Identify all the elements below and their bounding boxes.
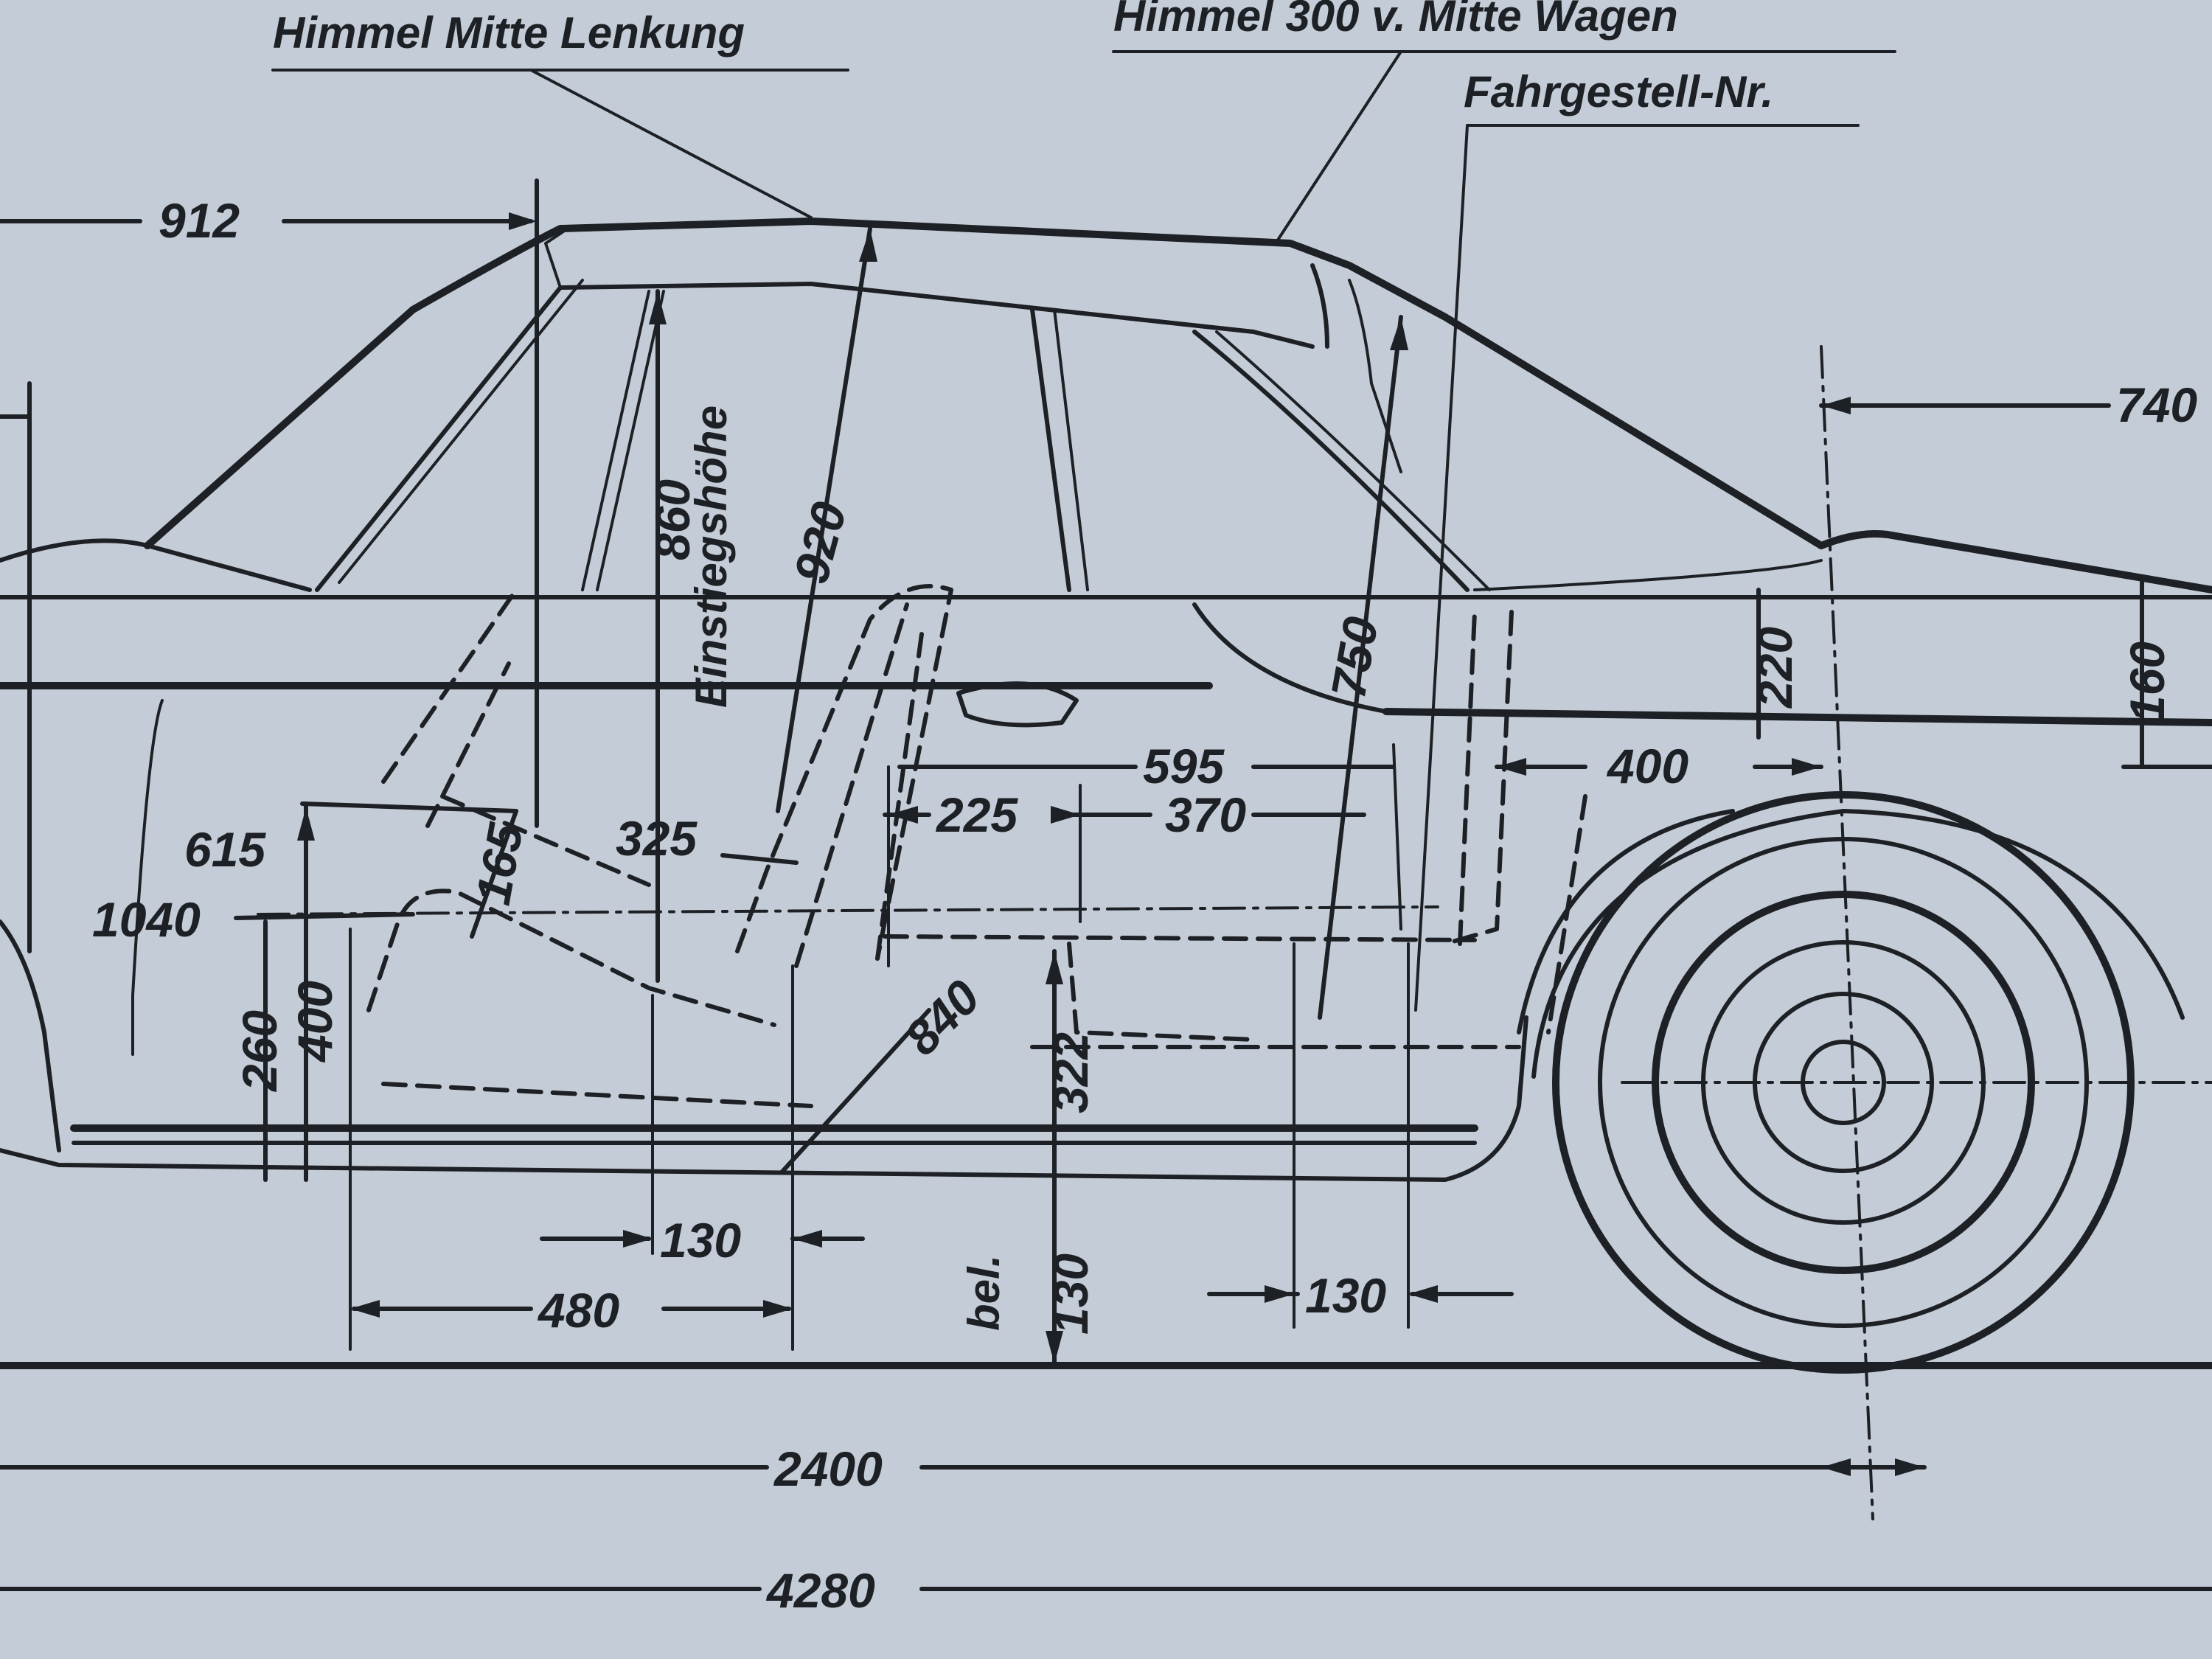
dim-130-b: 130: [1305, 1268, 1386, 1323]
label-himmel-300: Himmel 300 v. Mitte Wagen: [1113, 0, 1678, 41]
dim-615: 615: [184, 822, 266, 877]
label-einstiegshoehe: Einstiegshöhe: [686, 406, 736, 708]
dimension-arrows: [297, 212, 1924, 1476]
dim-4280: 4280: [765, 1563, 875, 1618]
dim-130-a: 130: [660, 1213, 741, 1267]
dim-2400: 2400: [773, 1441, 883, 1496]
dim-370: 370: [1165, 787, 1246, 842]
dim-1040: 1040: [92, 892, 201, 947]
dim-400-left: 400: [288, 981, 342, 1063]
label-bel: bel.: [959, 1255, 1009, 1331]
dim-160: 160: [2120, 641, 2174, 723]
rear-wheel: [1531, 791, 2212, 1374]
dim-225: 225: [935, 787, 1018, 842]
dim-595: 595: [1143, 739, 1225, 793]
dim-130-bel: 130: [1043, 1253, 1098, 1335]
dimension-lines: [0, 50, 2212, 1591]
dim-480: 480: [537, 1283, 619, 1338]
interior-seats: [257, 584, 1587, 1108]
door-handle: [956, 681, 1079, 728]
dim-322: 322: [1043, 1032, 1098, 1113]
dim-400-rear: 400: [1606, 739, 1688, 793]
dim-912: 912: [159, 193, 240, 248]
label-himmel-mitte-lenkung: Himmel Mitte Lenkung: [273, 8, 745, 58]
dim-220: 220: [1747, 627, 1802, 709]
dim-325: 325: [616, 811, 698, 866]
dim-260: 260: [232, 1010, 287, 1093]
dim-740: 740: [2116, 378, 2197, 432]
dim-860: 860: [645, 479, 700, 560]
car-body-outline: [0, 218, 2212, 1182]
label-fahrgestell: Fahrgestell-Nr.: [1464, 67, 1773, 116]
